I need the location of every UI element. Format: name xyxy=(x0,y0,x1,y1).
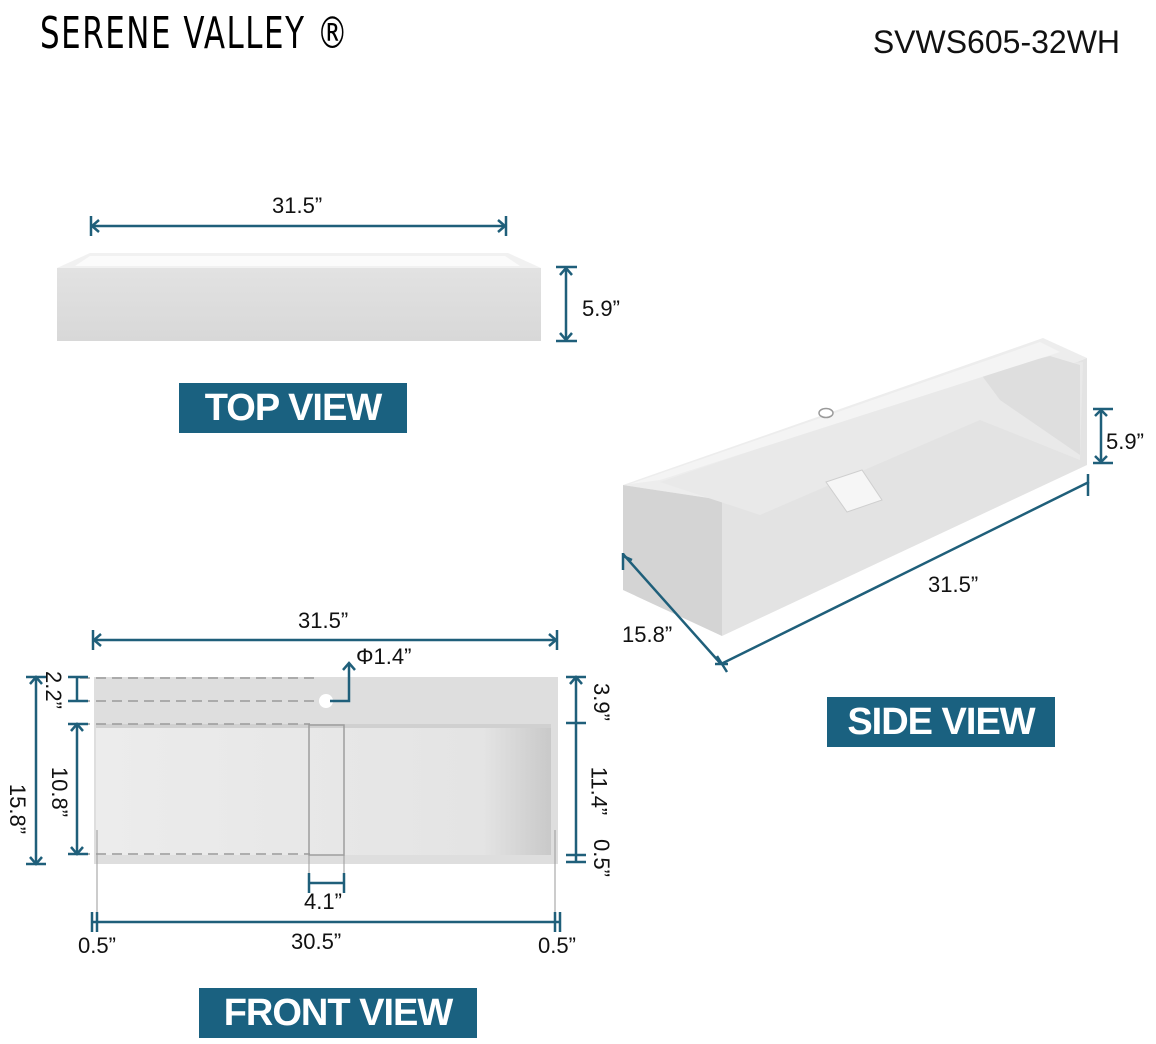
inner-width-dimension xyxy=(90,912,562,932)
drain-width-dimension xyxy=(307,873,346,893)
front-view-right-dimensions xyxy=(566,675,586,864)
faucet-hole-diameter-label: Φ1.4” xyxy=(356,644,412,669)
side-view-depth-dimension xyxy=(621,553,728,666)
top-view-sink xyxy=(57,253,541,341)
front-view-width-label: 31.5” xyxy=(298,608,349,633)
side-view-height-dimension xyxy=(1093,407,1113,465)
right-wall-label: 0.5” xyxy=(538,933,576,958)
overall-depth-label: 15.8” xyxy=(5,783,31,835)
top-view-badge: TOP VIEW xyxy=(179,383,407,433)
front-wall-label: 0.5” xyxy=(588,839,614,877)
front-view-sink xyxy=(80,677,558,930)
top-view-height-dimension xyxy=(556,265,577,343)
faucet-hole-leader xyxy=(330,661,356,703)
front-view-badge: FRONT VIEW xyxy=(199,988,477,1038)
basin-depth-right-label: 11.4” xyxy=(586,766,612,816)
side-view-sink xyxy=(623,338,1087,636)
top-view-width-label: 31.5” xyxy=(272,193,323,218)
drain-width-label: 4.1” xyxy=(304,889,342,914)
front-view-width-dimension xyxy=(91,630,559,650)
back-deck-label: 3.9” xyxy=(588,683,614,721)
front-view-left-dimensions xyxy=(26,675,88,866)
brand-logo: SERENE VALLEY ® xyxy=(40,8,350,59)
left-wall-label: 0.5” xyxy=(78,933,116,958)
top-view-height-label: 5.9” xyxy=(582,296,620,321)
hole-offset-label: 2.2” xyxy=(40,671,66,709)
side-view-height-label: 5.9” xyxy=(1106,429,1144,454)
inner-width-label: 30.5” xyxy=(291,929,342,954)
model-number: SVWS605-32WH xyxy=(872,24,1120,60)
side-view-length-label: 31.5” xyxy=(928,572,979,597)
top-view-width-dimension xyxy=(89,216,508,236)
side-view-badge: SIDE VIEW xyxy=(827,697,1055,747)
side-view-depth-label: 15.8” xyxy=(622,622,673,647)
basin-depth-left-label: 10.8” xyxy=(47,766,73,818)
